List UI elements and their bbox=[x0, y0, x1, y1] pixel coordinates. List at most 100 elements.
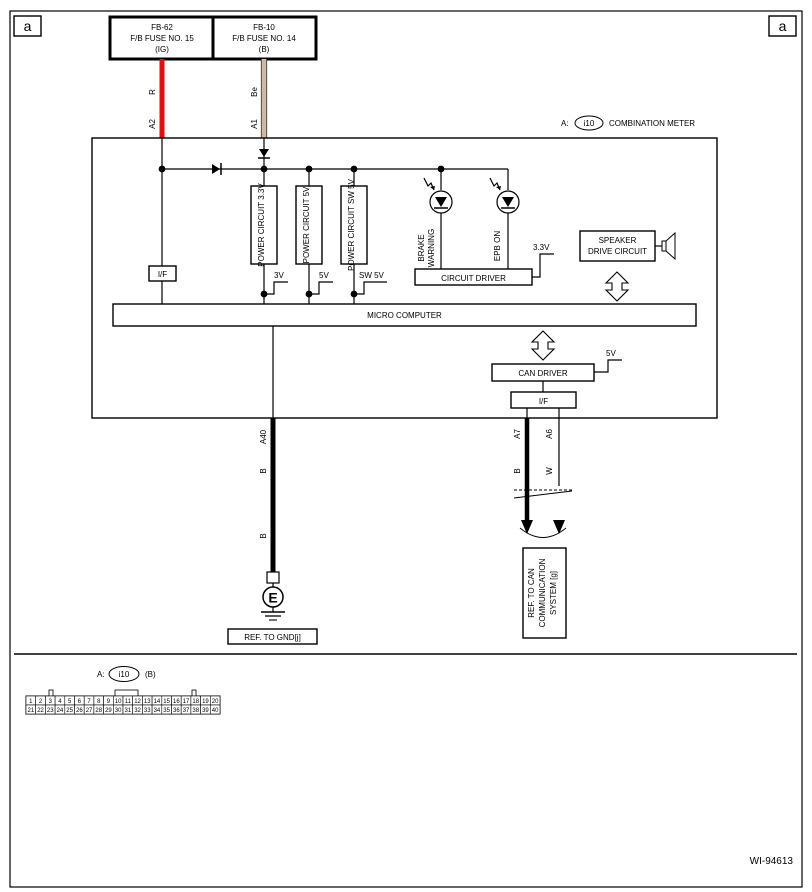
power-circuit-sw5v-box bbox=[340, 185, 368, 265]
twisted-pair-line bbox=[513, 490, 573, 499]
junction-dot bbox=[437, 165, 445, 173]
connector-pin-number: 24 bbox=[57, 708, 64, 714]
ref-can-line1: REF. TO CAN bbox=[527, 568, 536, 618]
connector-pin-number: 12 bbox=[134, 699, 141, 705]
connector-pin-number: 34 bbox=[154, 708, 161, 714]
connector-pin-number: 31 bbox=[125, 708, 132, 714]
connector-pin-number: 36 bbox=[173, 708, 180, 714]
double-arrow-can-icon bbox=[530, 330, 556, 361]
tap-sw5v-label: SW 5V bbox=[359, 271, 385, 280]
tap-5v-label: 5V bbox=[319, 271, 329, 280]
brake-warning-label-1: BRAKE bbox=[417, 234, 426, 261]
connector-pin-number: 1 bbox=[29, 699, 33, 705]
connector-pin-number: 8 bbox=[97, 699, 101, 705]
wire-a40-color-1: B bbox=[259, 468, 268, 473]
connector-key-left bbox=[48, 689, 54, 697]
connector-pin-number: 40 bbox=[212, 708, 219, 714]
junction-dot bbox=[350, 165, 358, 173]
ref-gnd-box bbox=[227, 628, 318, 645]
connector-pin-number: 16 bbox=[173, 699, 180, 705]
corner-tag-left-box bbox=[13, 15, 42, 37]
connector-pin-number: 23 bbox=[47, 708, 54, 714]
connector-pin-number: 26 bbox=[76, 708, 83, 714]
connector-view-tag: (B) bbox=[145, 670, 156, 679]
fuse-fb10-desc: F/B FUSE NO. 14 bbox=[232, 34, 296, 43]
wire-a1-color: Be bbox=[250, 87, 259, 97]
tap-can-5v-label: 5V bbox=[606, 349, 616, 358]
ref-gnd-label: REF. TO GND[j] bbox=[244, 633, 301, 642]
connector-pin-cell bbox=[210, 704, 221, 715]
connector-pin-number: 6 bbox=[78, 699, 82, 705]
wire-a2-color: R bbox=[148, 89, 157, 95]
connector-pin-number: 18 bbox=[192, 699, 199, 705]
corner-tag-left: a bbox=[24, 18, 32, 34]
junction-dot bbox=[305, 165, 313, 173]
pin-a2: A2 bbox=[148, 119, 157, 129]
connector-pin-number: 15 bbox=[163, 699, 170, 705]
fuse-fb62-desc: F/B FUSE NO. 15 bbox=[130, 34, 194, 43]
brake-warning-label-2: WARNING bbox=[427, 229, 436, 267]
wire-a6-color: W bbox=[545, 467, 554, 475]
if-left-label: I/F bbox=[158, 270, 167, 279]
tap-3v3-label: 3.3V bbox=[533, 243, 550, 252]
double-arrow-speaker-icon bbox=[604, 271, 630, 302]
fuse-fb62-name: FB-62 bbox=[151, 23, 173, 32]
epb-led-triangle bbox=[502, 197, 514, 207]
ref-can-line2: COMMUNICATION bbox=[538, 558, 547, 627]
connector-pin-number: 37 bbox=[183, 708, 190, 714]
circuit-driver-label: CIRCUIT DRIVER bbox=[441, 274, 506, 283]
if-can-label: I/F bbox=[539, 397, 548, 406]
connector-pin-number: 19 bbox=[202, 699, 209, 705]
tap-3v-label: 3V bbox=[274, 271, 284, 280]
combination-meter-box bbox=[91, 137, 718, 419]
connector-key-right bbox=[191, 689, 197, 697]
power-circuit-5v-box bbox=[295, 185, 323, 265]
power-circuit-sw5v-label: POWER CIRCUIT SW 5V bbox=[347, 178, 356, 271]
tap-5v bbox=[309, 281, 333, 295]
power-circuit-5v-label: POWER CIRCUIT 5V bbox=[302, 186, 311, 263]
connector-view-name: i10 bbox=[119, 670, 130, 679]
arrow-can-w-icon bbox=[553, 520, 565, 534]
ref-can-box bbox=[522, 547, 567, 639]
connector-pin-number: 7 bbox=[87, 699, 91, 705]
ref-can-line3: SYSTEM [g] bbox=[549, 571, 558, 615]
wire-a40-color-2: B bbox=[259, 533, 268, 538]
connector-pin-number: 4 bbox=[58, 699, 62, 705]
junction-dot bbox=[260, 165, 268, 173]
fuse-fb62-tag: (IG) bbox=[155, 45, 169, 54]
diode-bus-icon bbox=[212, 164, 220, 174]
speaker-icon bbox=[661, 240, 667, 252]
epb-led-ray-head bbox=[496, 186, 501, 190]
connector-pin-number: 14 bbox=[154, 699, 161, 705]
meter-label: COMBINATION METER bbox=[609, 119, 695, 128]
meter-connector-oval bbox=[574, 115, 604, 131]
connector-pin-number: 25 bbox=[66, 708, 73, 714]
connector-view-prefix: A: bbox=[97, 670, 105, 679]
connector-pin-number: 35 bbox=[163, 708, 170, 714]
connector-pin-number: 33 bbox=[144, 708, 151, 714]
pin-a1: A1 bbox=[250, 119, 259, 129]
can-driver-label: CAN DRIVER bbox=[518, 369, 568, 378]
fuse-fb10-tag: (B) bbox=[259, 45, 270, 54]
pin-a7: A7 bbox=[513, 429, 522, 439]
junction-dot bbox=[158, 165, 166, 173]
connector-pin-number: 20 bbox=[212, 699, 219, 705]
fuse-fb10-name: FB-10 bbox=[253, 23, 275, 32]
meter-connector: i10 bbox=[584, 119, 595, 128]
connector-pin-number: 38 bbox=[192, 708, 199, 714]
pin-a6: A6 bbox=[545, 429, 554, 439]
connector-pin-number: 11 bbox=[125, 699, 132, 705]
connector-pin-number: 3 bbox=[49, 699, 53, 705]
connector-pin-number: 29 bbox=[105, 708, 112, 714]
corner-tag-right: a bbox=[779, 18, 787, 34]
connector-pin-number: 28 bbox=[95, 708, 102, 714]
outer-frame bbox=[9, 10, 803, 888]
connector-key-center bbox=[114, 689, 139, 697]
connector-pin-number: 30 bbox=[115, 708, 122, 714]
pin-a40: A40 bbox=[259, 429, 268, 444]
diode-a1-icon bbox=[259, 149, 269, 157]
connector-pin-number: 32 bbox=[134, 708, 141, 714]
